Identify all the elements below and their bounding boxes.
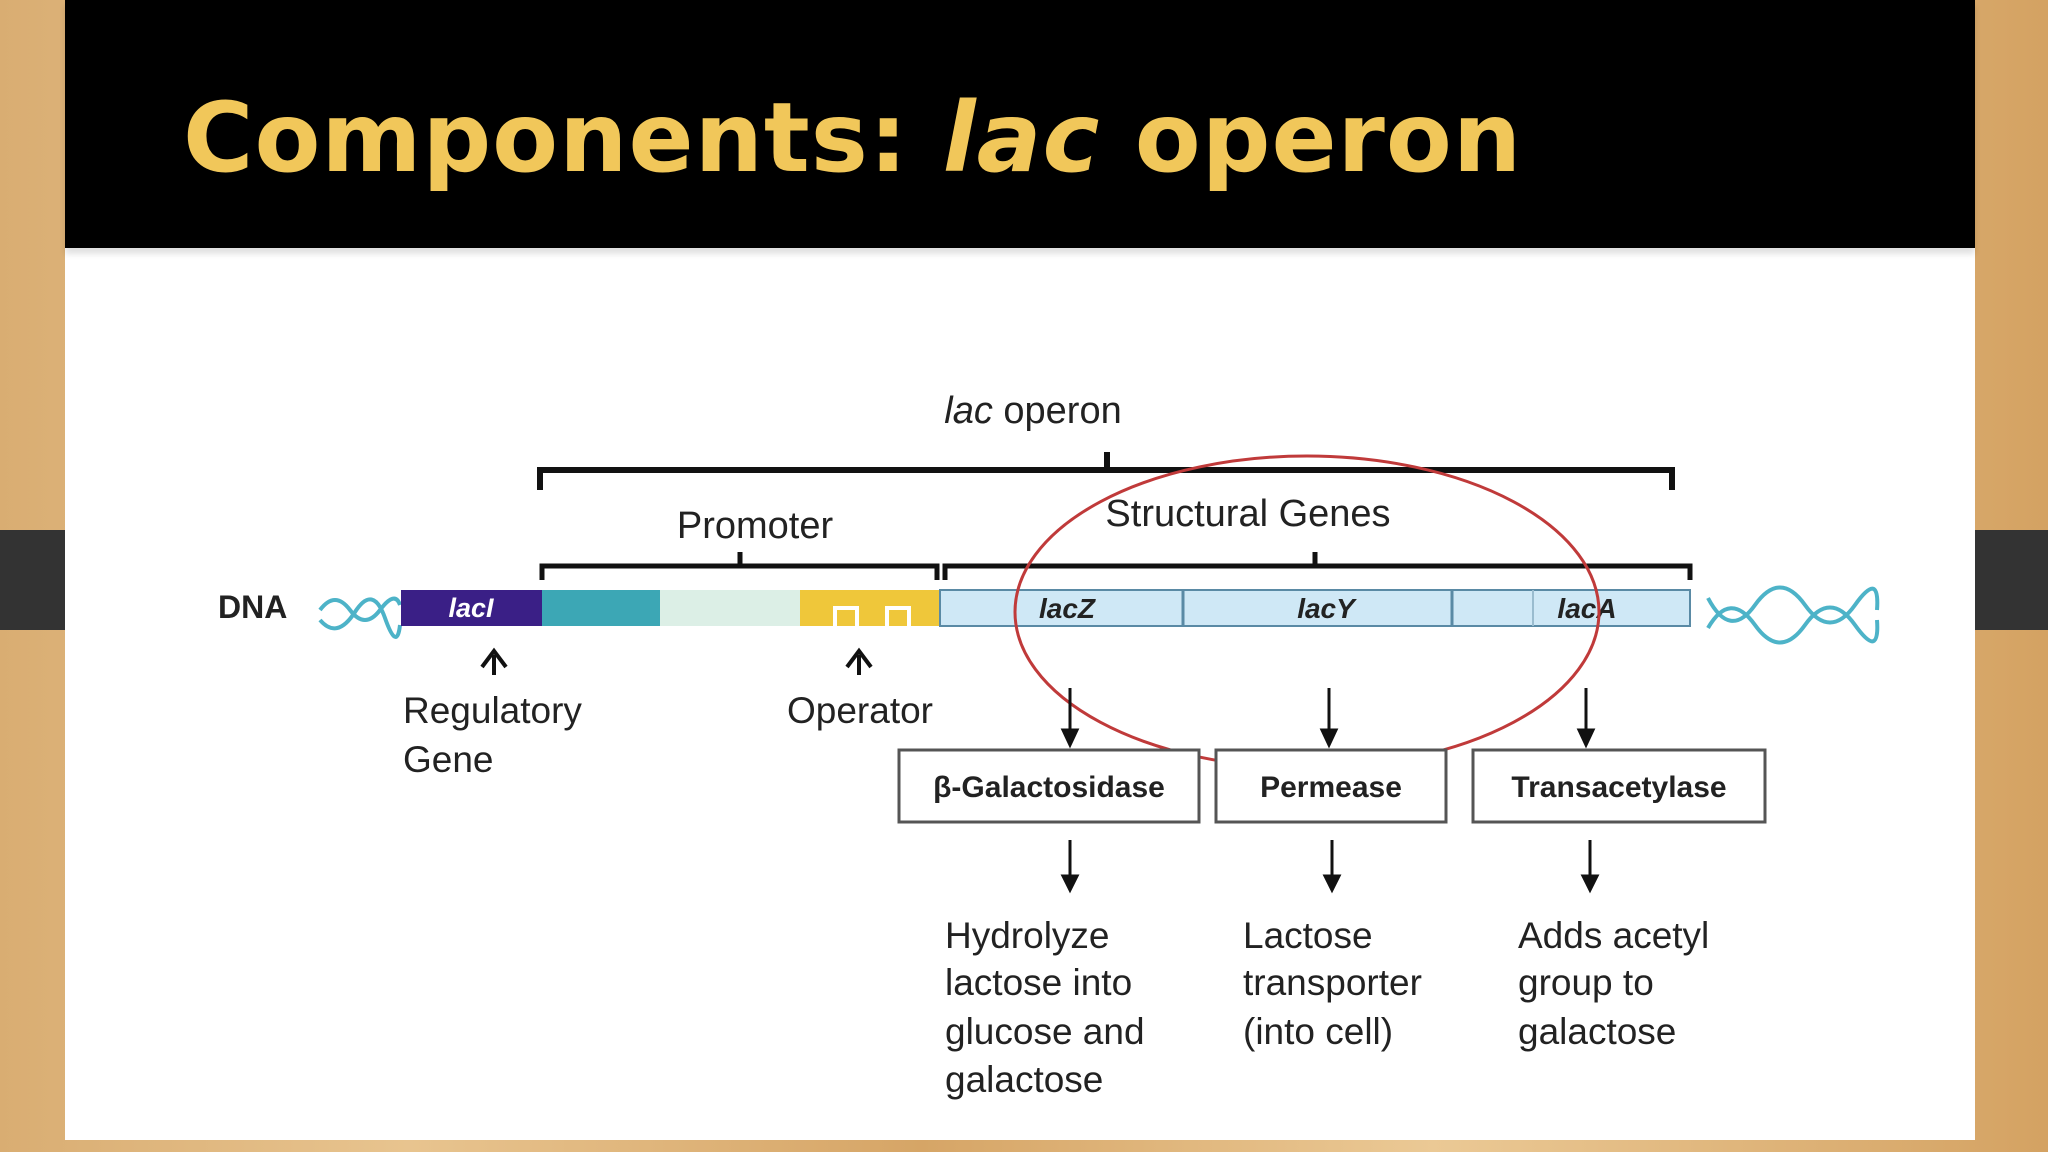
function-3-line-1: Adds acetyl [1518, 915, 1709, 956]
function-2-line-3: (into cell) [1243, 1011, 1393, 1052]
enzyme-beta-galactosidase: β-Galactosidase [933, 771, 1165, 804]
promoter-light-block [660, 590, 800, 626]
laca-label: lacA [1557, 593, 1616, 624]
dna-helix-left [318, 596, 402, 639]
enzyme-boxes: β-Galactosidase Permease Transacetylase [897, 748, 1767, 824]
left-band [0, 530, 66, 630]
enzyme-box-3 [1471, 748, 1767, 824]
structural-genes-label: Structural Genes [1105, 493, 1390, 535]
dna-helix-right [1706, 585, 1880, 645]
function-3-line-2: group to [1518, 962, 1654, 1003]
function-2-line-1: Lactose [1243, 915, 1373, 956]
title-italic: lac [942, 82, 1101, 194]
enzyme-transacetylase: Transacetylase [1511, 771, 1726, 804]
function-2-line-2: transporter [1243, 962, 1422, 1003]
function-1-line-3: glucose and [945, 1011, 1145, 1052]
promoter-label: Promoter [677, 505, 834, 547]
gene-to-enzyme-arrows [1060, 688, 1596, 749]
dna-label: DNA [218, 589, 287, 625]
promoter-teal-block [542, 590, 660, 626]
operon-label-italic: lac [944, 390, 993, 432]
regulatory-arrow [480, 647, 508, 675]
operator-label: Operator [787, 690, 933, 731]
function-1-line-1: Hydrolyze [945, 915, 1110, 956]
lacy-label: lacY [1297, 593, 1357, 624]
enzyme-permease: Permease [1260, 771, 1402, 804]
lacz-label: lacZ [1039, 593, 1096, 624]
operon-label-rest: operon [993, 390, 1122, 432]
operator-block [800, 590, 940, 626]
title-suffix: operon [1100, 82, 1523, 194]
structural-genes-block [939, 589, 1691, 627]
structural-brace [942, 552, 1693, 580]
function-1-line-4: galactose [945, 1059, 1103, 1100]
laci-block [401, 590, 542, 626]
regulatory-label-line-1: Regulatory [403, 690, 582, 731]
enzyme-to-function-arrows [1060, 840, 1600, 894]
operator-arrow [845, 647, 873, 675]
gene-bar: lacI lacZ lacY lacA [401, 589, 1691, 627]
enzyme-box-2 [1214, 748, 1448, 824]
operon-brace [537, 452, 1675, 490]
promoter-brace [539, 552, 940, 580]
enzyme-box-1 [897, 748, 1201, 824]
lac-operon-diagram: lac operon Promoter Structural Genes DNA… [218, 390, 1880, 1100]
function-1-line-2: lactose into [945, 962, 1132, 1003]
title-prefix: Components: [183, 82, 943, 194]
operon-label: lac operon [944, 390, 1121, 432]
slide-title: Components: lac operon [183, 82, 1522, 194]
function-descriptions: Hydrolyze lactose into glucose and galac… [945, 915, 1709, 1100]
title-bar: Components: lac operon [65, 0, 1975, 248]
slide: Components: lac operon lac operon Promot… [65, 0, 1975, 1140]
function-3-line-3: galactose [1518, 1011, 1676, 1052]
operator-notches [833, 606, 911, 626]
right-band [1975, 530, 2048, 630]
regulatory-label-line-2: Gene [403, 739, 494, 780]
laci-label: lacI [448, 593, 494, 623]
